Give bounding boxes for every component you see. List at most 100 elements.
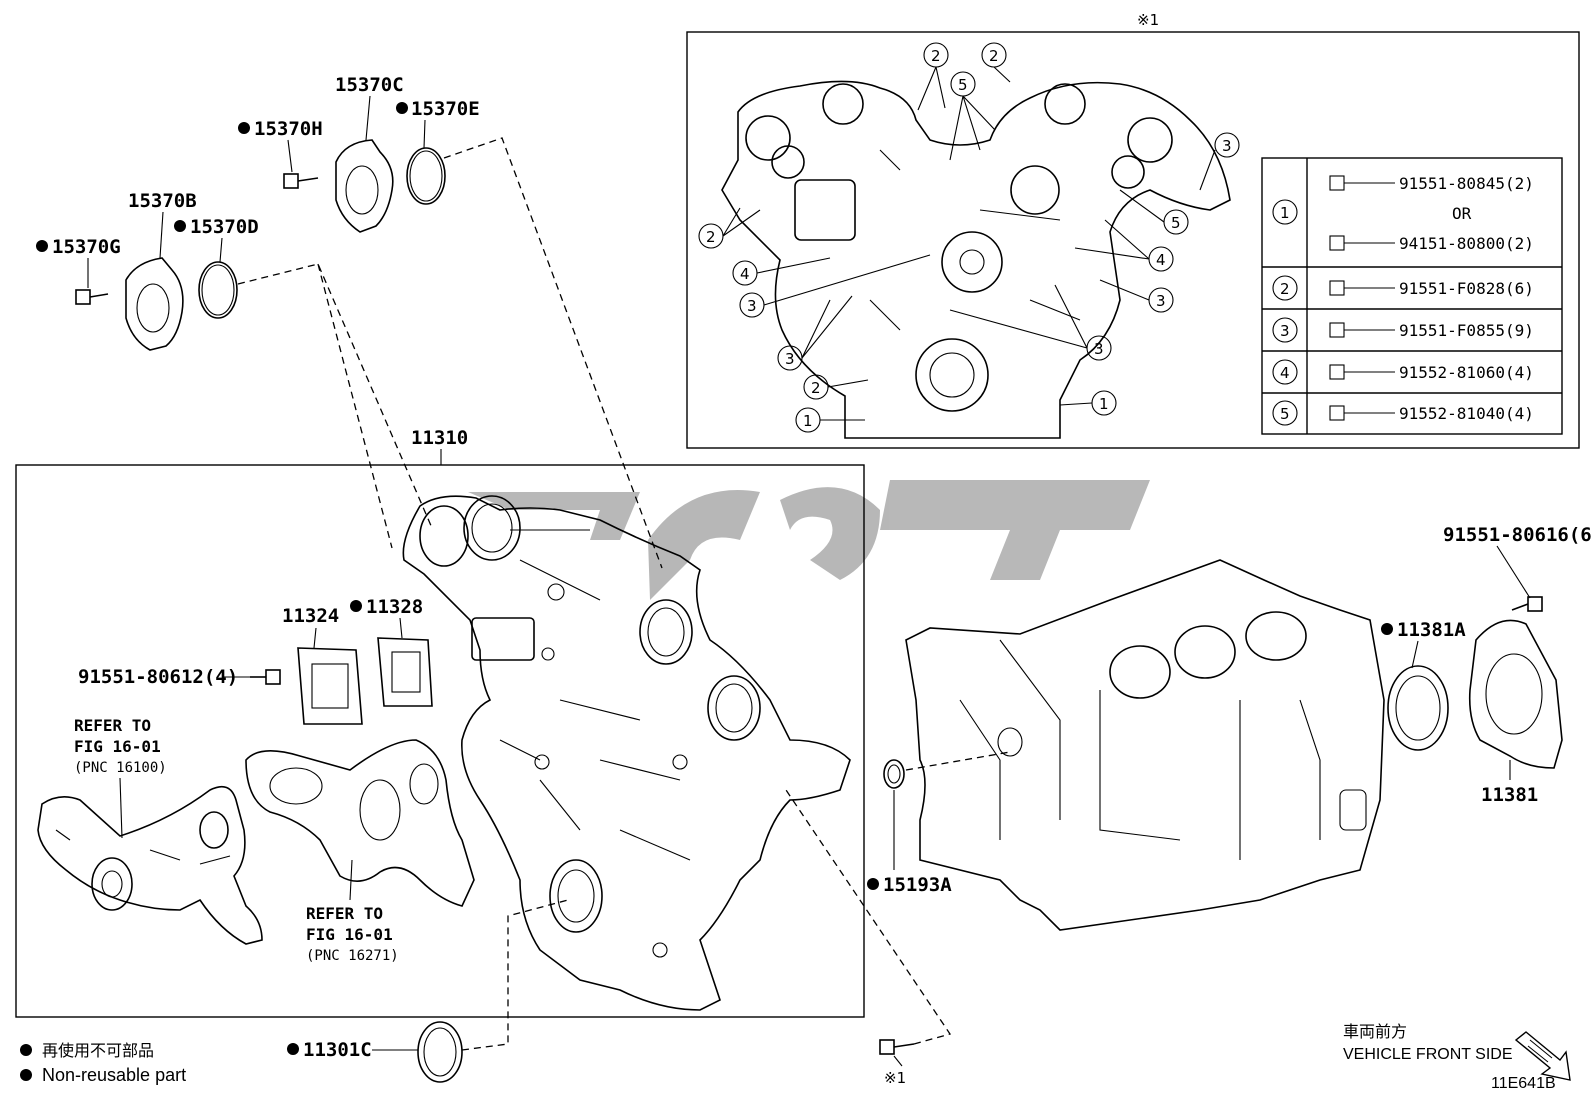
bolt-reference-mark: ※1 <box>884 1069 906 1087</box>
svg-text:3: 3 <box>785 350 795 368</box>
assembly-line <box>785 789 952 1045</box>
callout-5: 5 <box>950 71 976 97</box>
inset-reference-mark: ※1 <box>1137 11 1159 29</box>
inset-detail-box <box>686 31 1580 449</box>
svg-text:5: 5 <box>958 76 968 94</box>
callout-3: 3 <box>1086 335 1112 361</box>
svg-text:(PNC 16271): (PNC 16271) <box>306 948 399 964</box>
nonreusable-dot <box>396 102 408 114</box>
bolt-table-row-5: 5 91552-81040(4) <box>1272 400 1534 426</box>
o-ring-15370D <box>198 261 238 319</box>
callout-11324: 11324 <box>282 605 339 627</box>
svg-text:3: 3 <box>1156 292 1166 310</box>
nonreusable-dot <box>287 1043 299 1055</box>
callout-15370C: 15370C <box>335 74 404 96</box>
timing-chain-cover-11310 <box>402 495 851 1011</box>
callout-3: 3 <box>1214 132 1240 158</box>
gasket-11328 <box>377 637 433 707</box>
svg-text:1: 1 <box>803 412 813 430</box>
o-ring-15370E <box>406 147 446 205</box>
bolt-table-row-4: 4 91552-81060(4) <box>1272 359 1534 385</box>
bolt-part-number: 91551-80845(2) <box>1399 174 1534 193</box>
bolt-icon <box>1329 235 1395 251</box>
bolt-91551-80612 <box>250 669 281 685</box>
svg-text:3: 3 <box>1280 322 1290 340</box>
nonreusable-dot <box>238 122 250 134</box>
bolt-table: 1 91551-80845(2) OR 94151-80800(2) 2 915… <box>1261 157 1563 435</box>
bolt-table-row-3: 3 91551-F0855(9) <box>1272 317 1534 343</box>
vehicle-front-indicator: 車両前方 VEHICLE FRONT SIDE <box>1343 1022 1571 1081</box>
figure-id: 11E641B <box>1491 1075 1556 1092</box>
svg-text:(PNC 16100): (PNC 16100) <box>74 760 167 776</box>
bolt-icon <box>1329 405 1395 421</box>
svg-text:4: 4 <box>1156 251 1166 269</box>
legend-japanese: 再使用不可部品 <box>42 1041 154 1060</box>
legend: 再使用不可部品 Non-reusable part <box>20 1041 186 1085</box>
svg-text:2: 2 <box>931 47 941 65</box>
svg-text:3: 3 <box>1094 340 1104 358</box>
callout-4: 4 <box>732 260 758 286</box>
bolt-part-number: 91551-F0855(9) <box>1399 321 1534 340</box>
inset-engine-front-view <box>721 80 1231 439</box>
callout-11381: 11381 <box>1481 784 1538 806</box>
timing-chain-cover-plate-15370C <box>335 139 394 233</box>
svg-text:3: 3 <box>1222 137 1232 155</box>
nonreusable-dot <box>350 600 362 612</box>
bolt-table-row-2: 2 91551-F0828(6) <box>1272 275 1534 301</box>
water-pump-gasket <box>245 739 475 907</box>
bolt-icon <box>1329 175 1395 191</box>
svg-text:4: 4 <box>1280 364 1290 382</box>
svg-text:1: 1 <box>1099 395 1109 413</box>
svg-text:FIG 16-01: FIG 16-01 <box>74 737 161 756</box>
bolt-icon <box>1329 322 1395 338</box>
inset-bolt-callouts: 2 2 5 3 5 4 3 3 1 2 4 3 3 2 1 <box>698 42 1240 433</box>
svg-text:2: 2 <box>989 47 999 65</box>
callout-15370H: 15370H <box>254 118 323 140</box>
nonreusable-dot <box>867 878 879 890</box>
callout-2: 2 <box>698 223 724 249</box>
callout-91551-80612: 91551-80612(4) <box>78 666 238 688</box>
callout-1: 1 <box>795 407 821 433</box>
svg-text:2: 2 <box>811 379 821 397</box>
plug-seal-15193A <box>883 759 905 789</box>
svg-text:5: 5 <box>1171 214 1181 232</box>
direction-japanese: 車両前方 <box>1343 1022 1407 1041</box>
bolt-part-number: 94151-80800(2) <box>1399 234 1534 253</box>
nonreusable-dot <box>36 240 48 252</box>
bolt-15370G <box>75 289 109 305</box>
svg-text:2: 2 <box>1280 280 1290 298</box>
svg-text:REFER TO: REFER TO <box>74 716 151 735</box>
or-separator: OR <box>1452 204 1472 223</box>
callout-15370B: 15370B <box>128 190 197 212</box>
callout-3: 3 <box>1148 287 1174 313</box>
timing-chain-cover-plate-15370B <box>125 257 184 351</box>
refer-note-water-pump: REFER TO FIG 16-01 (PNC 16100) <box>74 716 167 776</box>
callout-2: 2 <box>981 42 1007 68</box>
callout-5: 5 <box>1163 209 1189 235</box>
legend-english: Non-reusable part <box>42 1065 186 1085</box>
nonreusable-dot <box>174 220 186 232</box>
svg-text:FIG 16-01: FIG 16-01 <box>306 925 393 944</box>
callout-11328: 11328 <box>366 596 423 618</box>
callout-2: 2 <box>803 374 829 400</box>
direction-english: VEHICLE FRONT SIDE <box>1343 1046 1513 1063</box>
bolt-part-number: 91551-F0828(6) <box>1399 279 1534 298</box>
svg-text:REFER TO: REFER TO <box>306 904 383 923</box>
bolt-icon <box>1329 364 1395 380</box>
callout-15193A: 15193A <box>883 874 952 896</box>
callout-11381A: 11381A <box>1397 619 1466 641</box>
rear-oil-seal-11381A <box>1387 665 1449 751</box>
rear-seal-retainer-11381 <box>1468 619 1563 769</box>
svg-text:3: 3 <box>747 297 757 315</box>
svg-text:1: 1 <box>1280 204 1290 222</box>
water-pump-assembly <box>37 785 263 945</box>
cover-plate-11324 <box>297 647 363 725</box>
callout-15370G: 15370G <box>52 236 121 258</box>
bolt-91551-80616 <box>1511 596 1543 612</box>
callout-15370E: 15370E <box>411 98 480 120</box>
svg-text:5: 5 <box>1280 405 1290 423</box>
callout-1: 1 <box>1091 390 1117 416</box>
cylinder-block <box>905 559 1385 931</box>
oil-seal-11301C <box>417 1021 463 1083</box>
assembly-line <box>443 137 663 569</box>
